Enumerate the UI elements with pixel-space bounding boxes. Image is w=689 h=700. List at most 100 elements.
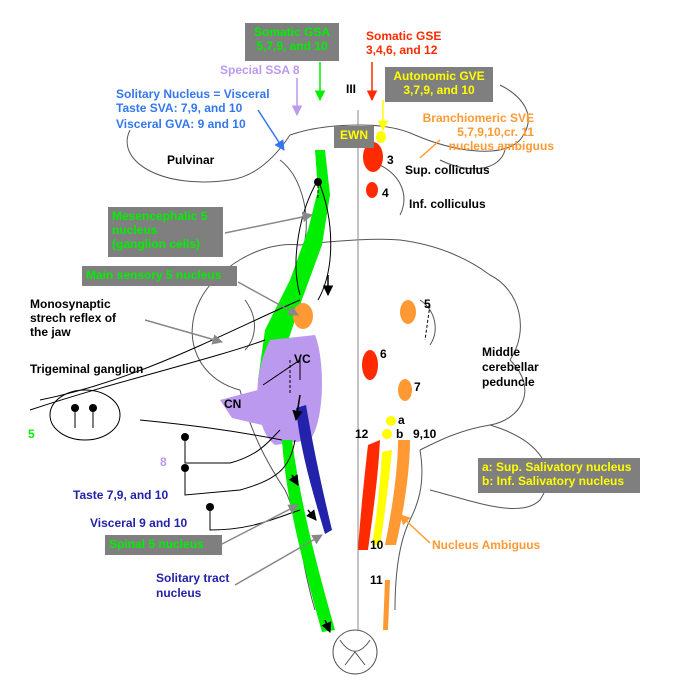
- pons-right-outline: [299, 238, 521, 361]
- monosynaptic-line2: strech reflex of: [30, 311, 117, 325]
- spinal-label: Spinal 5 nucleus: [109, 537, 204, 551]
- main-sensory-label: Main sensory 5 nucleus: [86, 268, 222, 282]
- monosynaptic-line3: the jaw: [30, 325, 71, 339]
- inf-salivatory-label: b: Inf. Salivatory nucleus: [482, 474, 625, 488]
- pulvinar-label: Pulvinar: [167, 153, 215, 167]
- fiber-arrow: [288, 474, 299, 486]
- cell-body: [314, 178, 322, 186]
- somatic-gse-numbers: 3,4,6, and 12: [366, 43, 438, 57]
- fiber-arrow: [321, 619, 332, 633]
- spinal-cord-section: [332, 629, 378, 675]
- cell-body: [181, 464, 189, 472]
- mesencephalic-fiber: [295, 179, 319, 296]
- autonomic-gve-label: Autonomic GVE: [393, 69, 485, 83]
- solitary-tract-pointer: [234, 534, 323, 586]
- cn-region: [220, 390, 262, 425]
- solitary-arrow: [257, 109, 285, 151]
- pons-left-outline: [191, 243, 301, 391]
- solitary-line1: Solitary Nucleus = Visceral: [116, 87, 270, 101]
- a-label: a: [398, 413, 405, 427]
- pons-inner-curve: [419, 299, 436, 346]
- dashed-peduncle: [424, 304, 431, 341]
- midbrain-top-outline: [289, 124, 416, 136]
- special-ssa-label: Special SSA 8: [220, 63, 300, 77]
- cell-bodies: [71, 178, 322, 511]
- trigeminal-root-1: [29, 339, 266, 411]
- middle-cp-line1: Middle: [482, 345, 520, 359]
- solitary-tract-nucleus: [296, 405, 332, 534]
- spinal-grey-matter: [339, 639, 371, 666]
- vc-label: VC: [294, 352, 311, 366]
- mesencephalic-line2: nucleus: [112, 223, 158, 237]
- taste-fiber: [184, 429, 281, 464]
- solitary-tract-line2: nucleus: [156, 586, 202, 600]
- solitary-line3: Visceral GVA: 9 and 10: [116, 117, 246, 131]
- cell-body: [71, 404, 79, 412]
- sup-colliculus-label: Sup. colliculus: [405, 163, 490, 177]
- pulvinar-outline-right: [414, 84, 529, 152]
- cn-label: CN: [224, 397, 242, 411]
- main-sensory-box: Main sensory 5 nucleus: [82, 266, 237, 286]
- somatic-gsa-numbers: 5,7,9, and 10: [256, 39, 328, 53]
- motor-5-nucleus: [400, 300, 416, 324]
- sup-salivatory-label: a: Sup. Salivatory nucleus: [482, 460, 632, 474]
- salivatory-box: a: Sup. Salivatory nucleus b: Inf. Saliv…: [478, 458, 640, 493]
- cerebellar-arc: [429, 424, 549, 510]
- ambiguus-pointer: [399, 514, 431, 544]
- nucleus-12-label: 12: [355, 427, 369, 441]
- pulvinar-outline-left: [126, 129, 291, 183]
- fiber-arrow: [292, 394, 303, 422]
- sve-pointer: [419, 139, 441, 159]
- ewn-nucleus: [376, 131, 386, 143]
- main-sensory-pointer: [237, 281, 299, 316]
- autonomic-gve-numbers: 3,7,9, and 10: [403, 83, 475, 97]
- branchiomeric-line3: nucleus ambiguus: [448, 139, 554, 153]
- mesencephalic-pointer: [224, 211, 314, 234]
- spinal-box: Spinal 5 nucleus: [105, 535, 222, 555]
- somatic-gsa-label: Somatic GSA: [253, 25, 331, 39]
- inf-colliculus-label: Inf. colliculus: [409, 197, 486, 211]
- nucleus-5-pons-label: 5: [424, 297, 431, 311]
- sup-salivatory-a: [386, 416, 396, 426]
- main-sensory-5-nucleus: [293, 303, 313, 329]
- accessory-nucleus-11: [383, 580, 390, 630]
- ewn-label: EWN: [340, 128, 368, 142]
- autonomic-gve-box: Autonomic GVE 3,7,9, and 10: [385, 67, 493, 102]
- visceral-label: Visceral 9 and 10: [90, 516, 188, 530]
- visceral-fiber: [184, 439, 296, 496]
- fiber-arrow: [305, 509, 317, 521]
- right-midbrain-edge: [379, 164, 405, 216]
- inf-salivatory-b: [382, 429, 392, 439]
- nerve-8-label: 8: [160, 455, 167, 469]
- nucleus-6-label: 6: [380, 347, 387, 361]
- somatic-gse-label: Somatic GSE: [366, 29, 442, 43]
- spinal-pointer: [219, 504, 299, 546]
- mesencephalic-line1: Mesencephalic 5: [112, 209, 208, 223]
- monosynaptic-line1: Monosynaptic: [30, 297, 111, 311]
- spinal-5-nucleus: [282, 440, 335, 632]
- cell-body: [181, 433, 189, 441]
- trigeminal-root-3: [139, 419, 283, 441]
- cn-III-label: III: [346, 82, 357, 96]
- solitary-tract-line1: Solitary tract: [156, 571, 230, 585]
- nucleus-ambiguus: [385, 440, 410, 545]
- facial-nucleus-7: [398, 379, 412, 401]
- oculomotor-nucleus-3: [363, 142, 383, 172]
- middle-cp-line2: cerebellar: [482, 360, 539, 374]
- black-arrows: [288, 275, 334, 633]
- b-label: b: [396, 427, 404, 441]
- nucleus-11-label: 11: [370, 573, 383, 587]
- nucleus-4-label: 4: [382, 186, 389, 200]
- mesencephalic-line3: (ganglion cells): [112, 237, 201, 251]
- nucleus-10-label: 10: [370, 538, 384, 552]
- nucleus-7-label: 7: [414, 380, 421, 394]
- hypoglossal-nucleus-12: [358, 440, 380, 550]
- nucleus-5-left-label: 5: [28, 427, 35, 441]
- trigeminal-ganglion-label: Trigeminal ganglion: [30, 362, 144, 376]
- solitary-line2: Taste SVA: 7,9, and 10: [116, 101, 243, 115]
- mesencephalic-5-nucleus: [258, 150, 330, 390]
- abducens-nucleus-6: [362, 350, 378, 380]
- cell-body: [206, 503, 214, 511]
